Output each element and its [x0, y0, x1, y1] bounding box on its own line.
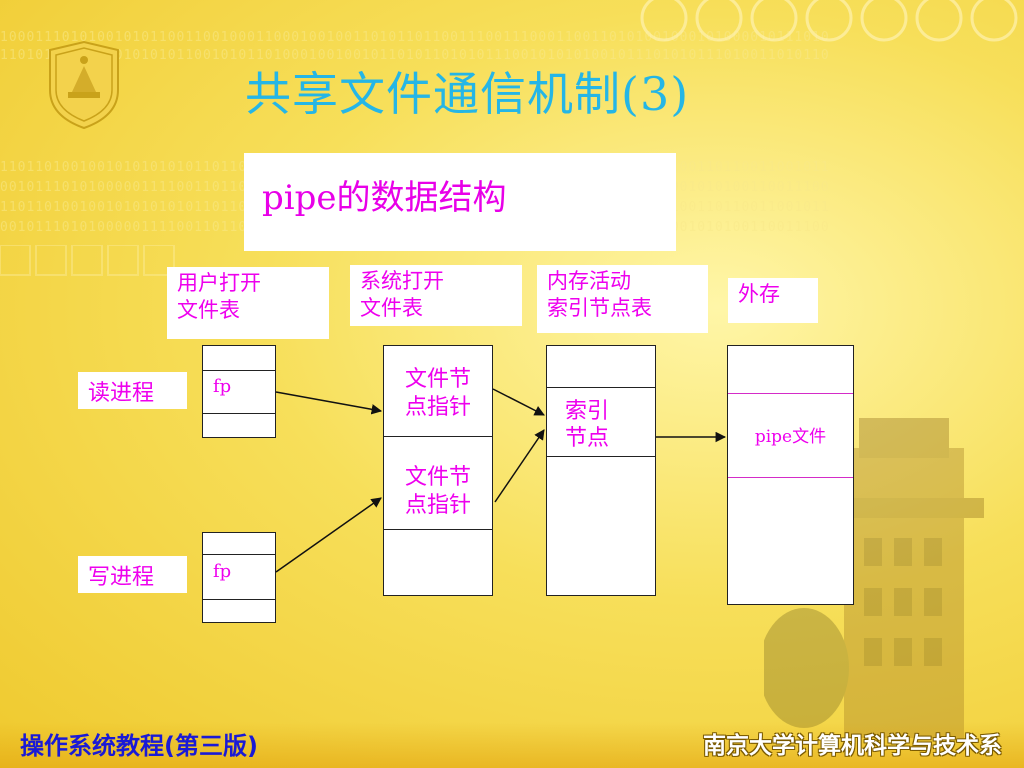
decorative-squares: [0, 245, 175, 276]
building-illustration: [764, 418, 984, 738]
label-system-open-file-table: 系统打开 文件表: [350, 265, 522, 326]
pipe-file-cell: pipe文件: [754, 427, 827, 447]
binary-background: 1000111010100101011001100100011000100100…: [0, 30, 830, 45]
binary-background: 1101011101001010101011001010110100010010…: [0, 48, 830, 63]
footer-bar: [0, 722, 1024, 768]
writer-process-label: 写进程: [78, 556, 187, 593]
label-external-storage: 外存: [728, 278, 818, 323]
file-node-pointer-1: 文件节 点指针: [404, 367, 471, 420]
footer-course-title: 操作系统教程(第三版): [20, 732, 258, 760]
arrow-read-to-system: [275, 391, 383, 415]
fp-write-cell: fp: [213, 561, 232, 582]
slide-subtitle: pipe的数据结构: [262, 178, 507, 218]
label-inode-table: 内存活动 索引节点表: [537, 265, 708, 333]
inode-cell: 索引 节点: [564, 399, 609, 451]
fp-read-cell: fp: [213, 376, 232, 397]
footer-department: 南京大学计算机科学与技术系: [703, 733, 1002, 759]
arrow-system2-to-inode: [494, 429, 545, 503]
system-open-file-table: 文件节 点指针 文件节 点指针: [383, 345, 493, 596]
slide-title: 共享文件通信机制(3): [245, 67, 690, 121]
reader-process-label: 读进程: [78, 372, 187, 409]
label-user-open-file-table: 用户打开 文件表: [167, 267, 329, 339]
decorative-rings: [640, 0, 1018, 42]
active-inode-table: 索引 节点: [546, 345, 656, 596]
university-logo-icon: [49, 40, 119, 130]
file-node-pointer-2: 文件节 点指针: [404, 465, 471, 518]
subtitle-box: [244, 153, 676, 251]
external-storage-block: pipe文件: [727, 345, 854, 605]
arrow-system1-to-inode: [492, 388, 545, 416]
user-file-table-reader: fp: [202, 345, 276, 438]
user-file-table-writer: fp: [202, 532, 276, 623]
arrow-write-to-system: [275, 497, 382, 573]
